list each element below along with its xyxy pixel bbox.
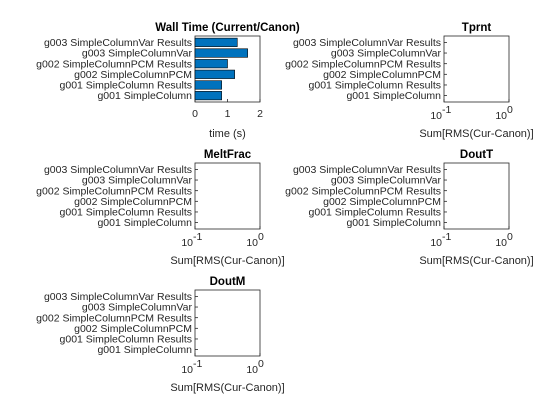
bar xyxy=(194,59,228,69)
chart-title: DoutT xyxy=(460,149,493,161)
category-label: g003 SimpleColumnVar Results xyxy=(44,291,192,303)
x-tick-label-exponent: 0 xyxy=(258,358,264,370)
bar xyxy=(194,80,222,90)
category-label: g003 SimpleColumnVar xyxy=(82,48,193,60)
category-label: g003 SimpleColumnVar xyxy=(331,48,442,60)
category-label: g002 SimpleColumnPCM xyxy=(74,196,192,208)
category-label: g001 SimpleColumn xyxy=(346,90,441,102)
x-tick-label-exponent: 0 xyxy=(507,104,513,116)
category-label: g001 SimpleColumn Results xyxy=(60,80,192,92)
x-tick-label-base: 10 xyxy=(430,237,442,249)
x-tick-label-base: 10 xyxy=(495,237,507,249)
bar xyxy=(194,91,222,101)
category-label: g003 SimpleColumnVar Results xyxy=(293,37,441,49)
category-label: g001 SimpleColumn Results xyxy=(309,80,441,92)
x-axis-label: Sum[RMS(Cur-Canon)] xyxy=(419,128,533,140)
x-tick-label-exponent: 0 xyxy=(507,231,513,243)
x-tick-label-exponent: -1 xyxy=(193,358,202,370)
category-label: g003 SimpleColumnVar xyxy=(82,175,193,187)
x-tick-label: 0 xyxy=(192,108,198,120)
x-tick-label-base: 10 xyxy=(246,364,258,376)
x-tick-label: 1 xyxy=(225,108,231,120)
category-label: g001 SimpleColumn Results xyxy=(60,207,192,219)
category-label: g003 SimpleColumnVar Results xyxy=(44,37,192,49)
bar xyxy=(194,48,248,58)
bar xyxy=(194,37,238,47)
plot-area xyxy=(194,162,261,230)
category-label: g002 SimpleColumnPCM xyxy=(74,323,192,335)
category-label: g002 SimpleColumnPCM Results xyxy=(36,58,192,70)
chart-title: Tprnt xyxy=(462,22,492,34)
category-label: g003 SimpleColumnVar xyxy=(82,302,193,314)
x-tick-label: 2 xyxy=(257,108,263,120)
category-label: g002 SimpleColumnPCM Results xyxy=(285,185,441,197)
x-axis-label: time (s) xyxy=(209,128,246,140)
plot-area xyxy=(443,162,510,230)
x-axis-label: Sum[RMS(Cur-Canon)] xyxy=(170,382,284,394)
x-tick-label-base: 10 xyxy=(181,364,193,376)
category-label: g002 SimpleColumnPCM xyxy=(323,69,441,81)
x-axis-label: Sum[RMS(Cur-Canon)] xyxy=(419,255,533,267)
category-label: g002 SimpleColumnPCM Results xyxy=(36,185,192,197)
x-axis-label: Sum[RMS(Cur-Canon)] xyxy=(170,255,284,267)
x-tick-label-exponent: -1 xyxy=(193,231,202,243)
category-label: g003 SimpleColumnVar Results xyxy=(293,164,441,176)
category-label: g002 SimpleColumnPCM xyxy=(74,69,192,81)
chart-title: Wall Time (Current/Canon) xyxy=(155,22,300,34)
plot-area xyxy=(443,35,510,103)
category-label: g001 SimpleColumn xyxy=(97,344,192,356)
x-tick-label-base: 10 xyxy=(430,110,442,122)
x-tick-label-base: 10 xyxy=(181,237,193,249)
category-label: g001 SimpleColumn xyxy=(346,217,441,229)
category-label: g001 SimpleColumn xyxy=(97,217,192,229)
category-label: g003 SimpleColumnVar xyxy=(331,175,442,187)
category-label: g002 SimpleColumnPCM Results xyxy=(36,312,192,324)
category-label: g002 SimpleColumnPCM xyxy=(323,196,441,208)
x-tick-label-base: 10 xyxy=(246,237,258,249)
plot-area xyxy=(194,289,261,357)
chart-title: DoutM xyxy=(210,276,246,288)
plot-area xyxy=(194,35,261,103)
x-tick-label-exponent: -1 xyxy=(442,231,451,243)
category-label: g001 SimpleColumn Results xyxy=(60,334,192,346)
category-label: g001 SimpleColumn Results xyxy=(309,207,441,219)
chart-title: MeltFrac xyxy=(204,149,252,161)
bar xyxy=(194,69,235,79)
category-label: g003 SimpleColumnVar Results xyxy=(44,164,192,176)
x-tick-label-base: 10 xyxy=(495,110,507,122)
x-tick-label-exponent: -1 xyxy=(442,104,451,116)
category-label: g001 SimpleColumn xyxy=(97,90,192,102)
x-tick-label-exponent: 0 xyxy=(258,231,264,243)
category-label: g002 SimpleColumnPCM Results xyxy=(285,58,441,70)
